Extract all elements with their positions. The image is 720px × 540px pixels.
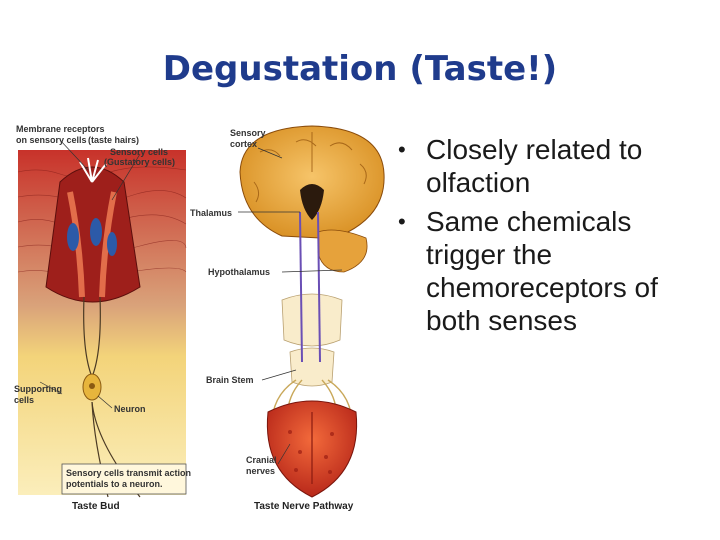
bullet-icon: • [398, 209, 406, 234]
label-on-sensory-cells: on sensory cells [16, 135, 87, 145]
taste-bud-illustration: Membrane receptors on sensory cells (tas… [14, 124, 191, 512]
caption-taste-nerve-pathway: Taste Nerve Pathway [254, 501, 354, 512]
label-supporting: Supporting [14, 384, 62, 394]
label-cortex: cortex [230, 139, 257, 149]
label-neuron: Neuron [114, 404, 146, 414]
caption-taste-bud: Taste Bud [72, 501, 120, 512]
nerve-pathway-illustration: Sensory cortex Thalamus Hypothalamus Bra… [190, 125, 385, 512]
label-brain-stem: Brain Stem [206, 375, 254, 385]
label-cells: cells [14, 395, 34, 405]
label-transmit-line1: Sensory cells transmit action [66, 468, 191, 478]
label-taste-hairs: (taste hairs) [88, 135, 139, 145]
label-nerves: nerves [246, 466, 275, 476]
taste-diagram: Membrane receptors on sensory cells (tas… [14, 124, 385, 512]
label-gustatory-cells: (Gustatory cells) [104, 157, 175, 167]
label-sensory: Sensory [230, 128, 266, 138]
label-membrane-receptors: Membrane receptors [16, 124, 105, 134]
bullet-text: Same chemicals trigger the chemoreceptor… [426, 206, 658, 336]
label-transmit-line2: potentials to a neuron. [66, 479, 163, 489]
label-cranial: Cranial [246, 455, 277, 465]
bullet-list: • Closely related to olfaction • Same ch… [392, 133, 712, 343]
label-hypothalamus: Hypothalamus [208, 267, 270, 277]
bullet-text: Closely related to olfaction [426, 134, 643, 198]
bullet-item: • Closely related to olfaction [392, 133, 712, 199]
slide-title: Degustation (Taste!) [162, 49, 558, 89]
bullet-icon: • [398, 137, 406, 162]
bullet-item: • Same chemicals trigger the chemorecept… [392, 205, 712, 337]
label-thalamus: Thalamus [190, 208, 232, 218]
label-sensory-cells: Sensory cells [110, 147, 168, 157]
